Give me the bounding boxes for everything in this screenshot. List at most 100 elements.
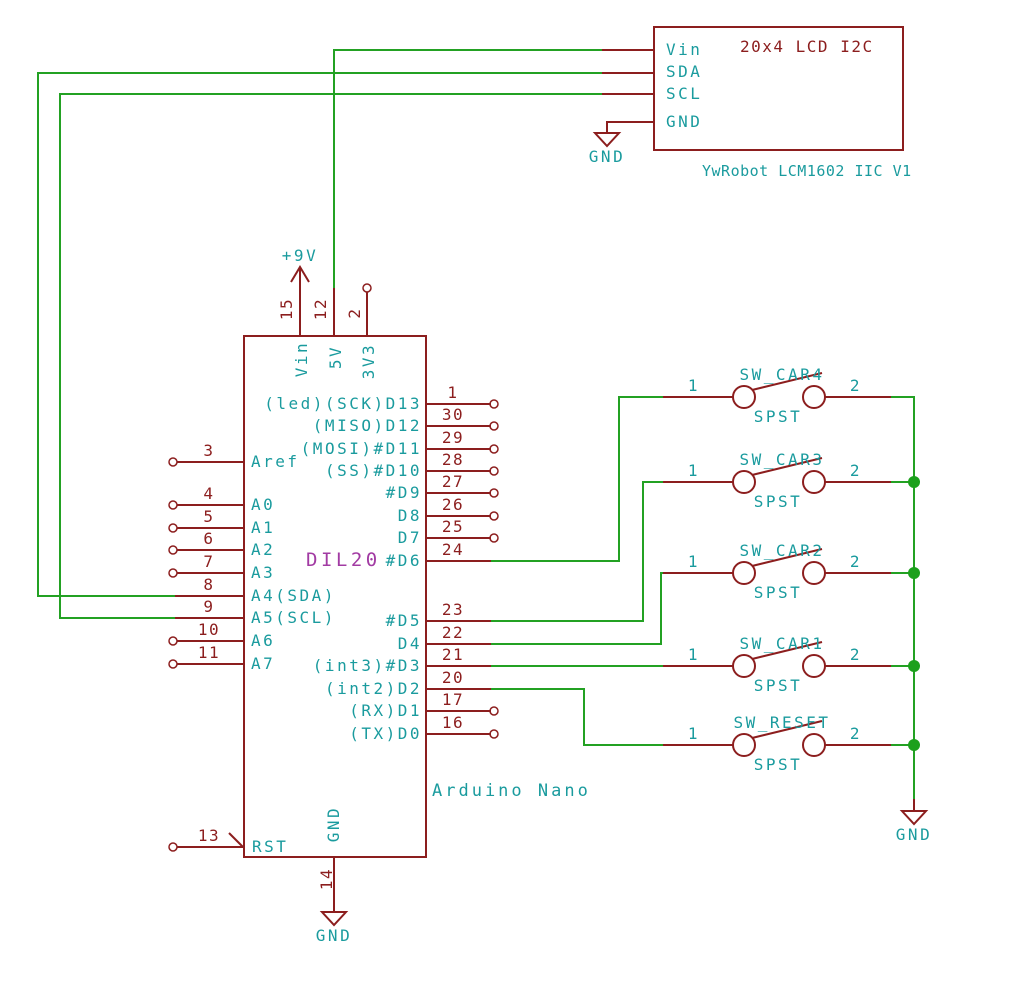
- wire-5v-vert: [333, 49, 335, 289]
- wire-d2-vert: [583, 688, 585, 746]
- pin-label-a3: A3: [251, 563, 276, 582]
- pin-a4-stub: [175, 595, 243, 597]
- wire-d2-to-swreset: [584, 744, 663, 746]
- pin-label-aref: Aref: [251, 452, 300, 471]
- pin-number-30: 30: [441, 405, 465, 424]
- pin-label-d6: #D6: [385, 551, 422, 570]
- sw1-pin2-stub: [825, 665, 891, 667]
- lcd-pin-label-gnd: GND: [666, 112, 703, 131]
- lcd-gnd-drop: [606, 121, 608, 134]
- lcd-pin-gnd-stub: [607, 121, 653, 123]
- pin-label-5v: 5V: [326, 344, 345, 370]
- pin-number-22: 22: [441, 623, 465, 642]
- pin-label-a7: A7: [251, 654, 276, 673]
- lcd-pin-sda-stub: [602, 72, 653, 74]
- swreset-pin2-stub: [825, 744, 891, 746]
- pin-number-28: 28: [441, 450, 465, 469]
- lcd-caption: YwRobot LCM1602 IIC V1: [702, 162, 912, 180]
- lcd-title: 20x4 LCD I2C: [740, 37, 874, 56]
- pin-number-26: 26: [441, 495, 465, 514]
- pin-number-6: 6: [203, 529, 215, 548]
- switch-pin1-label: 1: [687, 376, 701, 395]
- wire-d5-to-sw3: [643, 481, 663, 483]
- pin-label-a2: A2: [251, 540, 276, 559]
- switch-pin2-label: 2: [849, 461, 863, 480]
- pin-number-20: 20: [441, 668, 465, 687]
- pin-number-5: 5: [203, 507, 215, 526]
- pin-number-8: 8: [203, 575, 215, 594]
- wire-d4-to-sw2: [661, 572, 664, 574]
- pin-number-10: 10: [197, 620, 221, 639]
- wire-gnd-bus: [913, 396, 915, 800]
- pin-number-15: 15: [277, 297, 296, 321]
- wire-d6: [491, 560, 619, 562]
- wire-d4: [491, 643, 661, 645]
- pin-label-d0: (TX)D0: [349, 724, 422, 743]
- wire-d3-to-sw1: [491, 665, 663, 667]
- pin-label-a6: A6: [251, 631, 276, 650]
- pin-number-3: 3: [203, 441, 215, 460]
- arduino-symbol-body: [243, 335, 427, 858]
- lcd-pin-label-sda: SDA: [666, 62, 703, 81]
- wire-d2: [491, 688, 584, 690]
- pin-a7-stub: [177, 663, 243, 665]
- pin-3v3-stub: [366, 292, 368, 335]
- lcd-symbol-body: [653, 26, 904, 151]
- sw4-pin2-stub: [825, 396, 891, 398]
- wire-5v-to-lcd-vin: [334, 49, 602, 51]
- pin-number-21: 21: [441, 645, 465, 664]
- pin-d11-stub: [427, 448, 491, 450]
- lcd-gnd-net-label: GND: [588, 147, 626, 166]
- pin-a5-stub: [175, 617, 243, 619]
- pin-label-d7: D7: [397, 528, 422, 547]
- pin-a1-stub: [177, 527, 243, 529]
- wire-d5-vert: [642, 481, 644, 622]
- switch-name-sw-car4: SW_CAR4: [739, 365, 825, 384]
- switch-pin1-label: 1: [687, 461, 701, 480]
- pin-number-1: 1: [447, 383, 459, 402]
- pin-label-d4: D4: [397, 634, 422, 653]
- wire-sw4-pin2: [891, 396, 915, 398]
- pin-label-d2: (int2)D2: [324, 679, 422, 698]
- pin-d6-stub: [427, 560, 491, 562]
- switch-name-sw-car2: SW_CAR2: [739, 541, 825, 560]
- wire-sda-top: [38, 72, 602, 74]
- power-flag-label: +9V: [281, 246, 319, 265]
- bus-gnd-net-label: GND: [895, 825, 933, 844]
- pin-number-27: 27: [441, 472, 465, 491]
- pin-a0-stub: [177, 504, 243, 506]
- wire-scl-top: [60, 93, 602, 95]
- arduino-name-label: Arduino Nano: [432, 781, 591, 801]
- wire-sw1-pin2: [891, 665, 915, 667]
- switch-pin1-label: 1: [687, 552, 701, 571]
- pin-vin-stub: [299, 268, 301, 335]
- pin-number-23: 23: [441, 600, 465, 619]
- wire-sw2-pin2: [891, 572, 915, 574]
- pin-number-16: 16: [441, 713, 465, 732]
- arduino-package-label: DIL20: [306, 549, 381, 571]
- wire-swreset-pin2: [891, 744, 915, 746]
- pin-label-a0: A0: [251, 495, 276, 514]
- pin-label-a1: A1: [251, 518, 276, 537]
- pin-number-29: 29: [441, 428, 465, 447]
- sw4-pin1-stub: [663, 396, 733, 398]
- pin-d1-stub: [427, 710, 491, 712]
- pin-label-d3: (int3)#D3: [312, 656, 422, 675]
- pin-label-a4: A4(SDA): [251, 586, 336, 605]
- switch-name-sw-car1: SW_CAR1: [739, 634, 825, 653]
- pin-number-13: 13: [197, 826, 221, 845]
- pin-label-d10: (SS)#D10: [324, 461, 422, 480]
- pin-d2-stub: [427, 688, 491, 690]
- swreset-pin1-stub: [663, 744, 733, 746]
- pin-label-d12: (MISO)D12: [312, 416, 422, 435]
- wire-d5: [491, 620, 643, 622]
- arduino-gnd-net-label: GND: [315, 926, 353, 945]
- pin-number-4: 4: [203, 484, 215, 503]
- pin-d8-stub: [427, 515, 491, 517]
- pin-5v-stub: [333, 288, 335, 335]
- pin-d0-stub: [427, 733, 491, 735]
- pin-d4-stub: [427, 643, 491, 645]
- pin-number-24: 24: [441, 540, 465, 559]
- gnd-symbol-icon: [592, 132, 622, 148]
